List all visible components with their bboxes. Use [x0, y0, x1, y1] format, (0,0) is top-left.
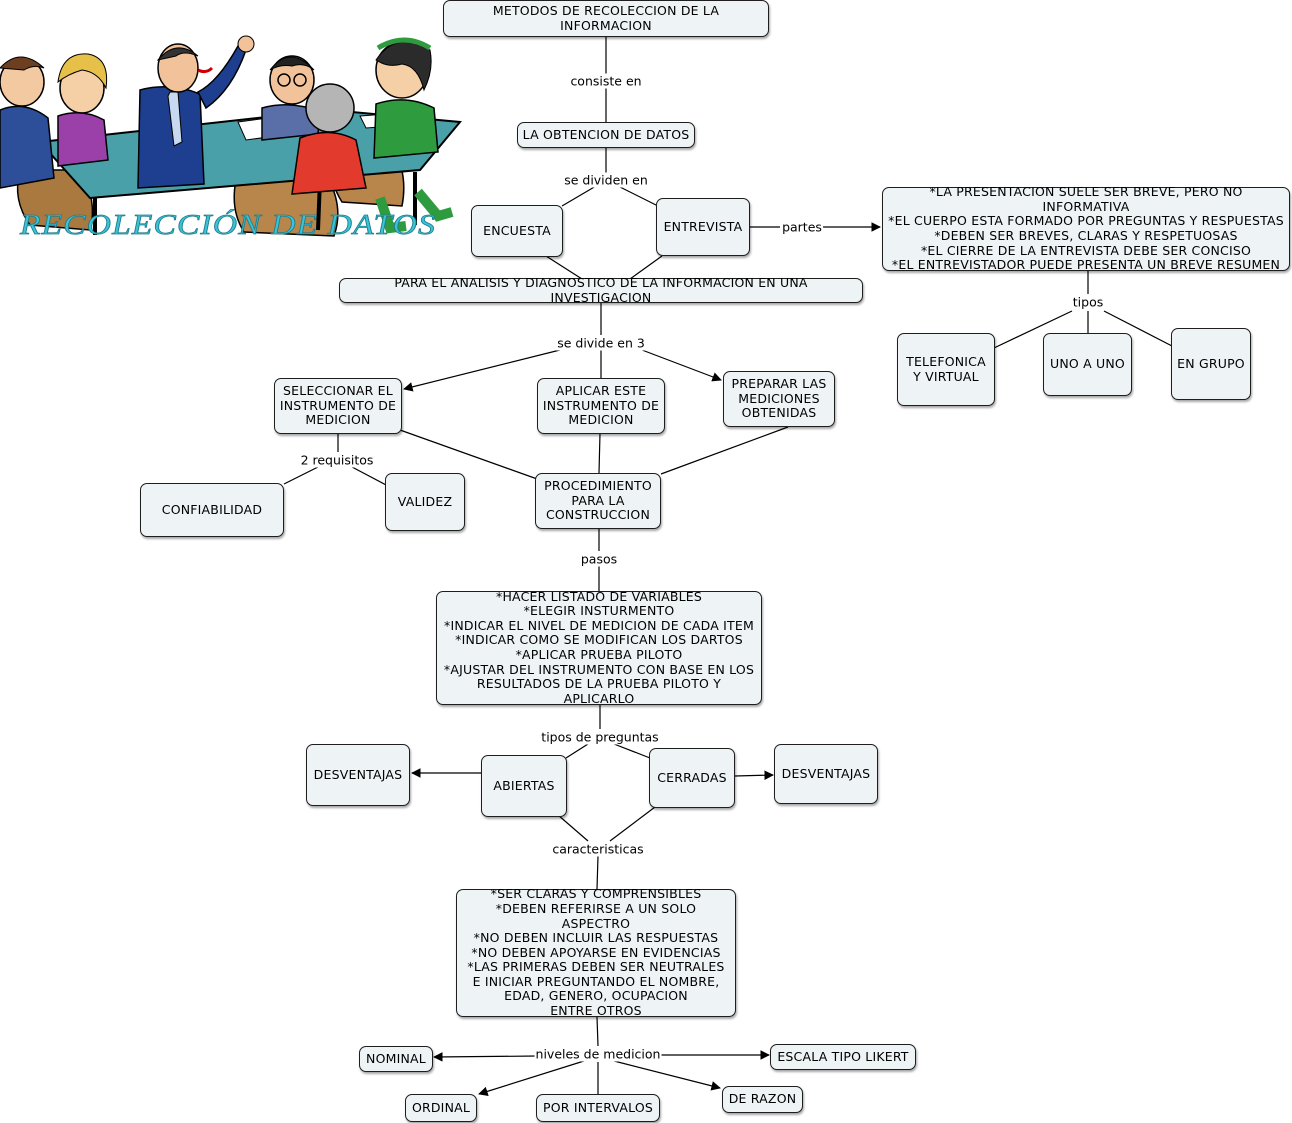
node-uno-a-uno[interactable]: UNO A UNO	[1043, 333, 1132, 396]
node-cerradas[interactable]: CERRADAS	[649, 748, 735, 808]
link-label-tipos: tipos	[1071, 294, 1105, 310]
meeting-illustration: RECOLECCIÓN DE DATOS	[0, 35, 462, 240]
node-partes-entrevista[interactable]: *LA PRESENTACION SUELE SER BREVE, PERO N…	[882, 184, 1290, 272]
person-grey-hair	[291, 83, 367, 195]
node-procedimiento-construccion[interactable]: PROCEDIMIENTO PARA LA CONSTRUCCION	[535, 473, 661, 529]
node-por-intervalos[interactable]: POR INTERVALOS	[536, 1094, 660, 1122]
node-aplicar-instrumento[interactable]: APLICAR ESTE INSTRUMENTO DE MEDICION	[537, 378, 665, 434]
link-label-se-divide-en-3: se divide en 3	[556, 335, 646, 351]
link-label-consiste-en: consiste en	[569, 73, 643, 89]
node-en-grupo[interactable]: EN GRUPO	[1171, 328, 1251, 400]
node-confiabilidad[interactable]: CONFIABILIDAD	[140, 483, 284, 537]
link-label-niveles-de-medicion: niveles de medicion	[534, 1046, 662, 1062]
person-right	[373, 37, 454, 234]
node-seleccionar-instrumento[interactable]: SELECCIONAR EL INSTRUMENTO DE MEDICION	[274, 378, 402, 434]
person-left	[0, 56, 55, 189]
link-label-partes: partes	[781, 219, 823, 235]
node-root[interactable]: METODOS DE RECOLECCION DE LA INFORMACION	[443, 0, 769, 37]
node-escala-likert[interactable]: ESCALA TIPO LIKERT	[770, 1044, 916, 1070]
node-telefonica-virtual[interactable]: TELEFONICA Y VIRTUAL	[897, 333, 995, 406]
node-pasos-lista[interactable]: *HACER LISTADO DE VARIABLES *ELEGIR INST…	[436, 589, 762, 706]
node-entrevista[interactable]: ENTREVISTA	[656, 198, 750, 256]
link-label-tipos-de-preguntas: tipos de preguntas	[540, 729, 660, 745]
person-standing	[137, 35, 255, 189]
node-nominal[interactable]: NOMINAL	[359, 1046, 433, 1072]
link-label-2-requisitos: 2 requisitos	[299, 452, 375, 468]
link-label-caracteristicas: caracteristicas	[551, 841, 645, 857]
illustration-caption: RECOLECCIÓN DE DATOS	[19, 210, 436, 240]
node-abiertas[interactable]: ABIERTAS	[481, 755, 567, 817]
node-de-razon[interactable]: DE RAZON	[722, 1086, 803, 1113]
node-analisis-diagnostico[interactable]: PARA EL ANALISIS Y DIAGNOSTICO DE LA INF…	[339, 275, 863, 304]
node-validez[interactable]: VALIDEZ	[385, 473, 465, 531]
node-desventajas-abiertas[interactable]: DESVENTAJAS	[306, 744, 410, 806]
node-encuesta[interactable]: ENCUESTA	[471, 205, 563, 257]
node-obtencion-de-datos[interactable]: LA OBTENCION DE DATOS	[517, 122, 695, 148]
node-caracteristicas-lista[interactable]: *SER CLARAS Y COMPRENSIBLES *DEBEN REFER…	[456, 887, 736, 1018]
link-label-se-dividen-en: se dividen en	[563, 172, 649, 188]
node-desventajas-cerradas[interactable]: DESVENTAJAS	[774, 744, 878, 804]
link-label-pasos: pasos	[579, 551, 619, 567]
node-ordinal[interactable]: ORDINAL	[405, 1094, 477, 1122]
node-preparar-mediciones[interactable]: PREPARAR LAS MEDICIONES OBTENIDAS	[723, 371, 835, 427]
person-blonde	[57, 53, 109, 167]
person-glasses	[261, 55, 321, 141]
